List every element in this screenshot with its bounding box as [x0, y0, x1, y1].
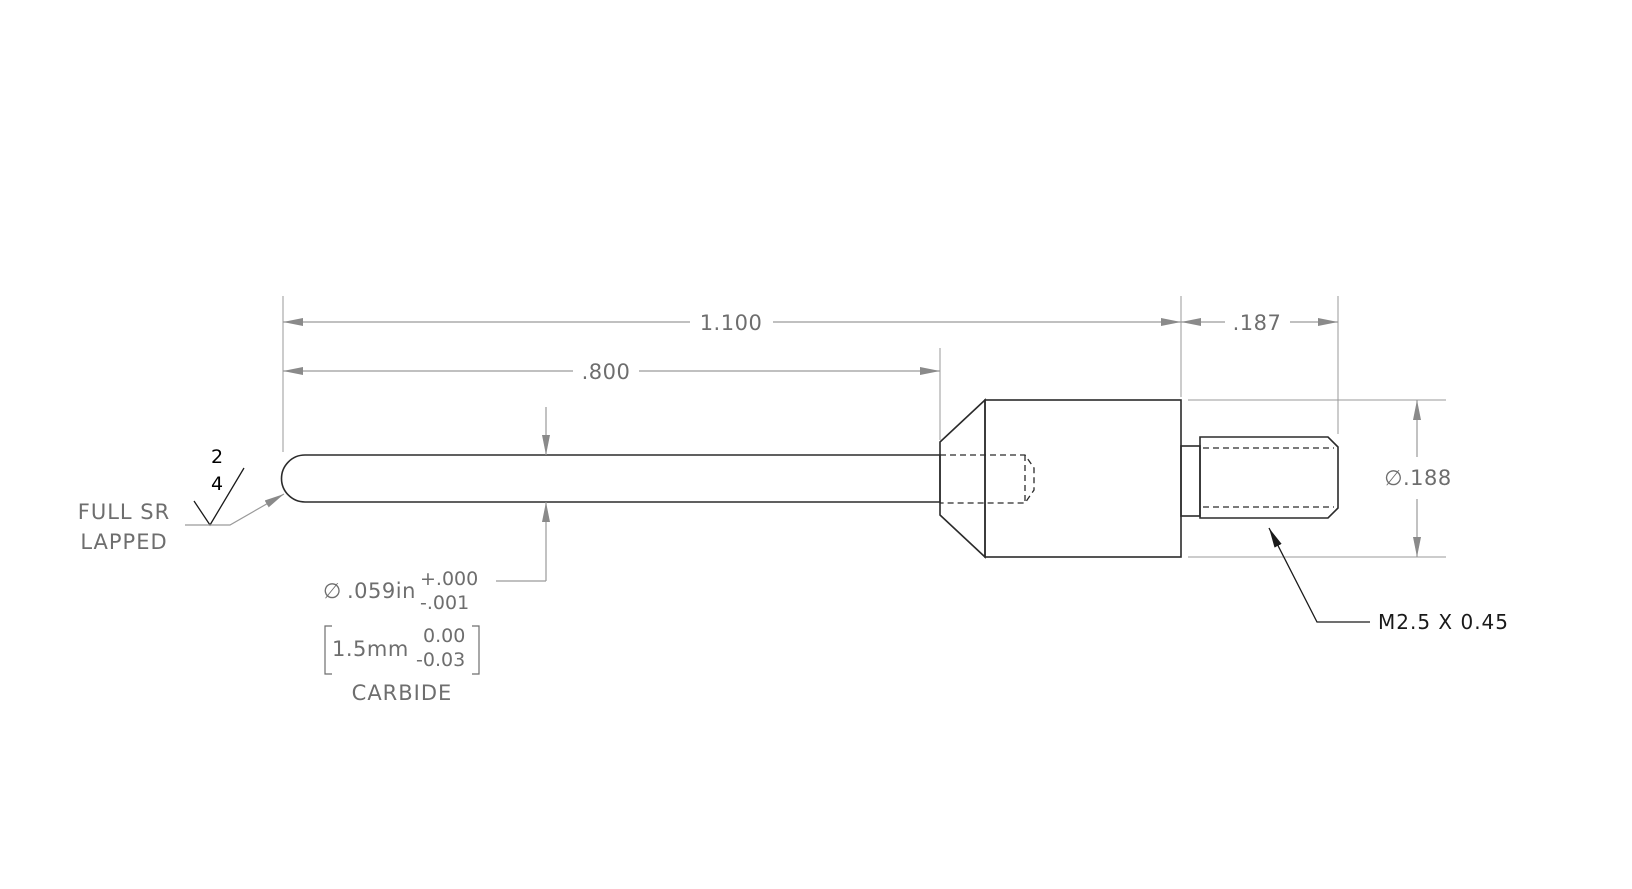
tip-note-line1: FULL SR	[78, 500, 170, 524]
roughness-lower: 4	[211, 473, 223, 495]
thread-callout-label: M2.5 X 0.45	[1378, 610, 1509, 634]
material-label: CARBIDE	[352, 681, 453, 705]
metric-bracket-left	[324, 625, 332, 675]
dim-probe-length: .800	[283, 360, 940, 384]
tip-metric-value: 1.5mm	[332, 637, 409, 661]
stud-thread	[1199, 436, 1339, 519]
tip-diameter-symbol: ∅	[323, 579, 342, 603]
thread-leader	[1268, 527, 1370, 623]
dim-thread-length: .187	[1181, 311, 1338, 335]
tip-metric-upper: 0.00	[423, 625, 465, 647]
hidden-bore	[940, 454, 1035, 504]
stylus-stem	[280, 454, 941, 503]
tip-note: FULL SR LAPPED 2 4	[78, 446, 285, 554]
tip-diameter-value: .059in	[347, 579, 416, 603]
thread-callout: M2.5 X 0.45	[1268, 527, 1509, 634]
body-diameter-label: ∅.188	[1384, 466, 1452, 490]
tip-upper-tolerance: +.000	[420, 568, 478, 590]
roughness-upper: 2	[211, 446, 223, 468]
stud-neck	[1180, 445, 1201, 517]
tip-metric-lower: -0.03	[416, 649, 465, 671]
threaded-stud	[1180, 436, 1339, 519]
thread-length-label: .187	[1233, 311, 1282, 335]
probe-stylus	[280, 454, 941, 503]
dim-body-diameter: ∅.188	[1384, 400, 1452, 557]
metric-bracket-right	[472, 625, 480, 675]
body-chamfer	[939, 398, 986, 559]
probe-length-label: .800	[582, 360, 631, 384]
tip-lower-tolerance: -.001	[420, 592, 469, 614]
probe-body	[939, 398, 1182, 559]
overall-length-label: 1.100	[700, 311, 763, 335]
dim-tip-diameter: ∅ .059in +.000 -.001 1.5mm 0.00 -0.03 CA…	[323, 407, 550, 705]
dim-overall-length: 1.100	[283, 311, 1181, 335]
tip-note-line2: LAPPED	[80, 530, 167, 554]
tip-note-leader	[185, 493, 285, 526]
knurled-body	[984, 399, 1182, 558]
